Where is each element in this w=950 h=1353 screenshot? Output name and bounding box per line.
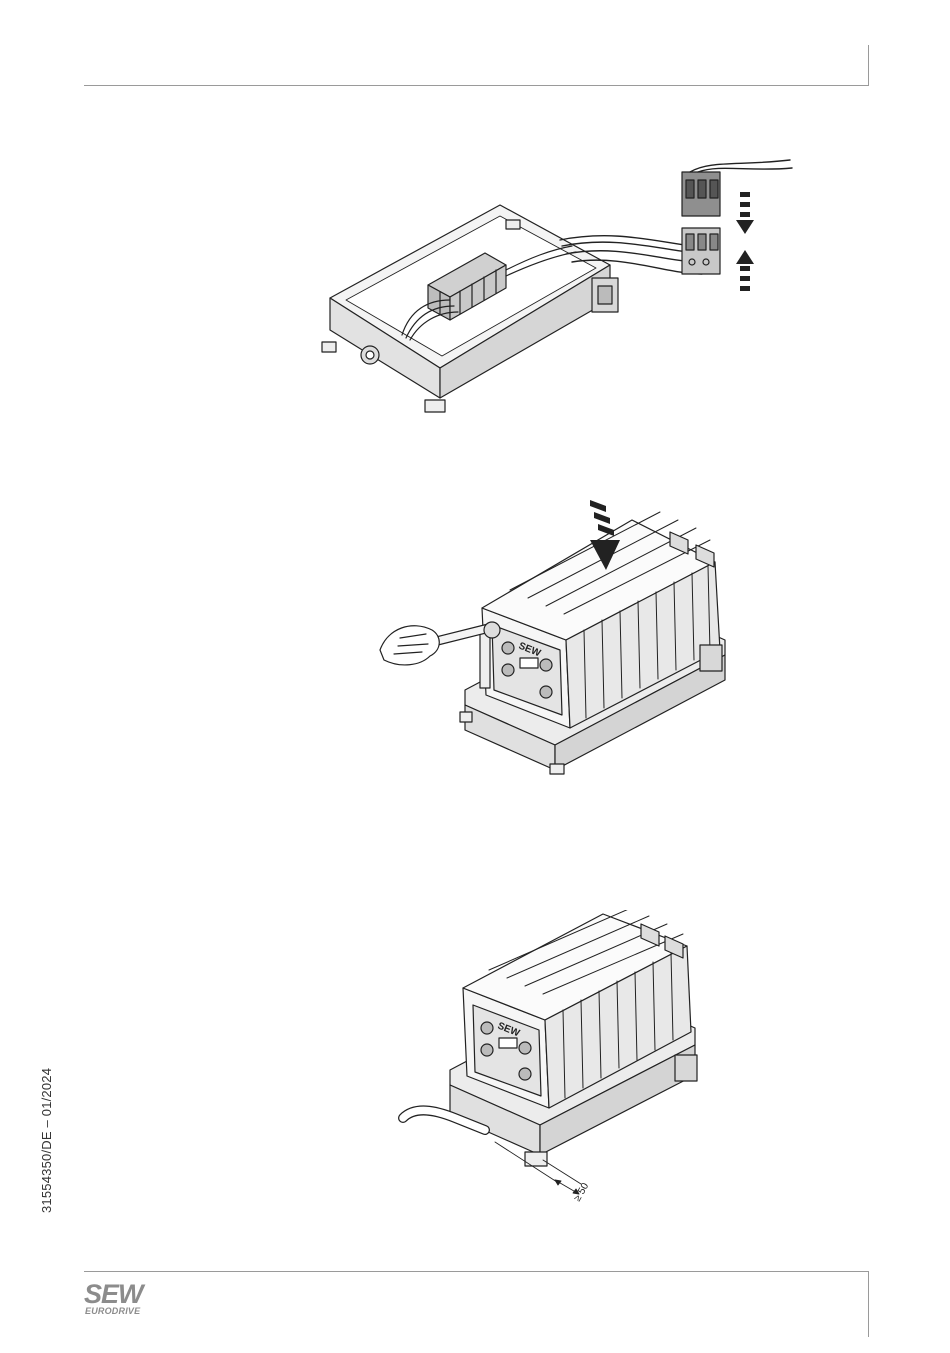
figure-mounting: SEW: [370, 490, 750, 790]
header-rule: [84, 85, 869, 86]
document-id: 31554350/DE – 01/2024: [39, 1063, 57, 1213]
footer-rule-vertical: [868, 1271, 869, 1337]
clearance-label: ≥ 50: [572, 1181, 591, 1204]
sew-eurodrive-logo: SEW EURODRIVE: [84, 1281, 164, 1321]
arrow-down: [736, 192, 754, 234]
wrench-tool: [432, 622, 500, 688]
footer-rule: [84, 1271, 869, 1272]
header-rule-vertical: [868, 45, 869, 86]
plug-upper: [682, 160, 792, 216]
arrow-up: [736, 250, 754, 291]
logo-main-text: SEW: [84, 1281, 143, 1308]
figure-connection-box: [310, 150, 810, 420]
logo-sub-text: EURODRIVE: [85, 1306, 140, 1316]
figure-installed: SEW ≥ 50: [395, 910, 715, 1210]
plug-lower: [682, 228, 720, 274]
